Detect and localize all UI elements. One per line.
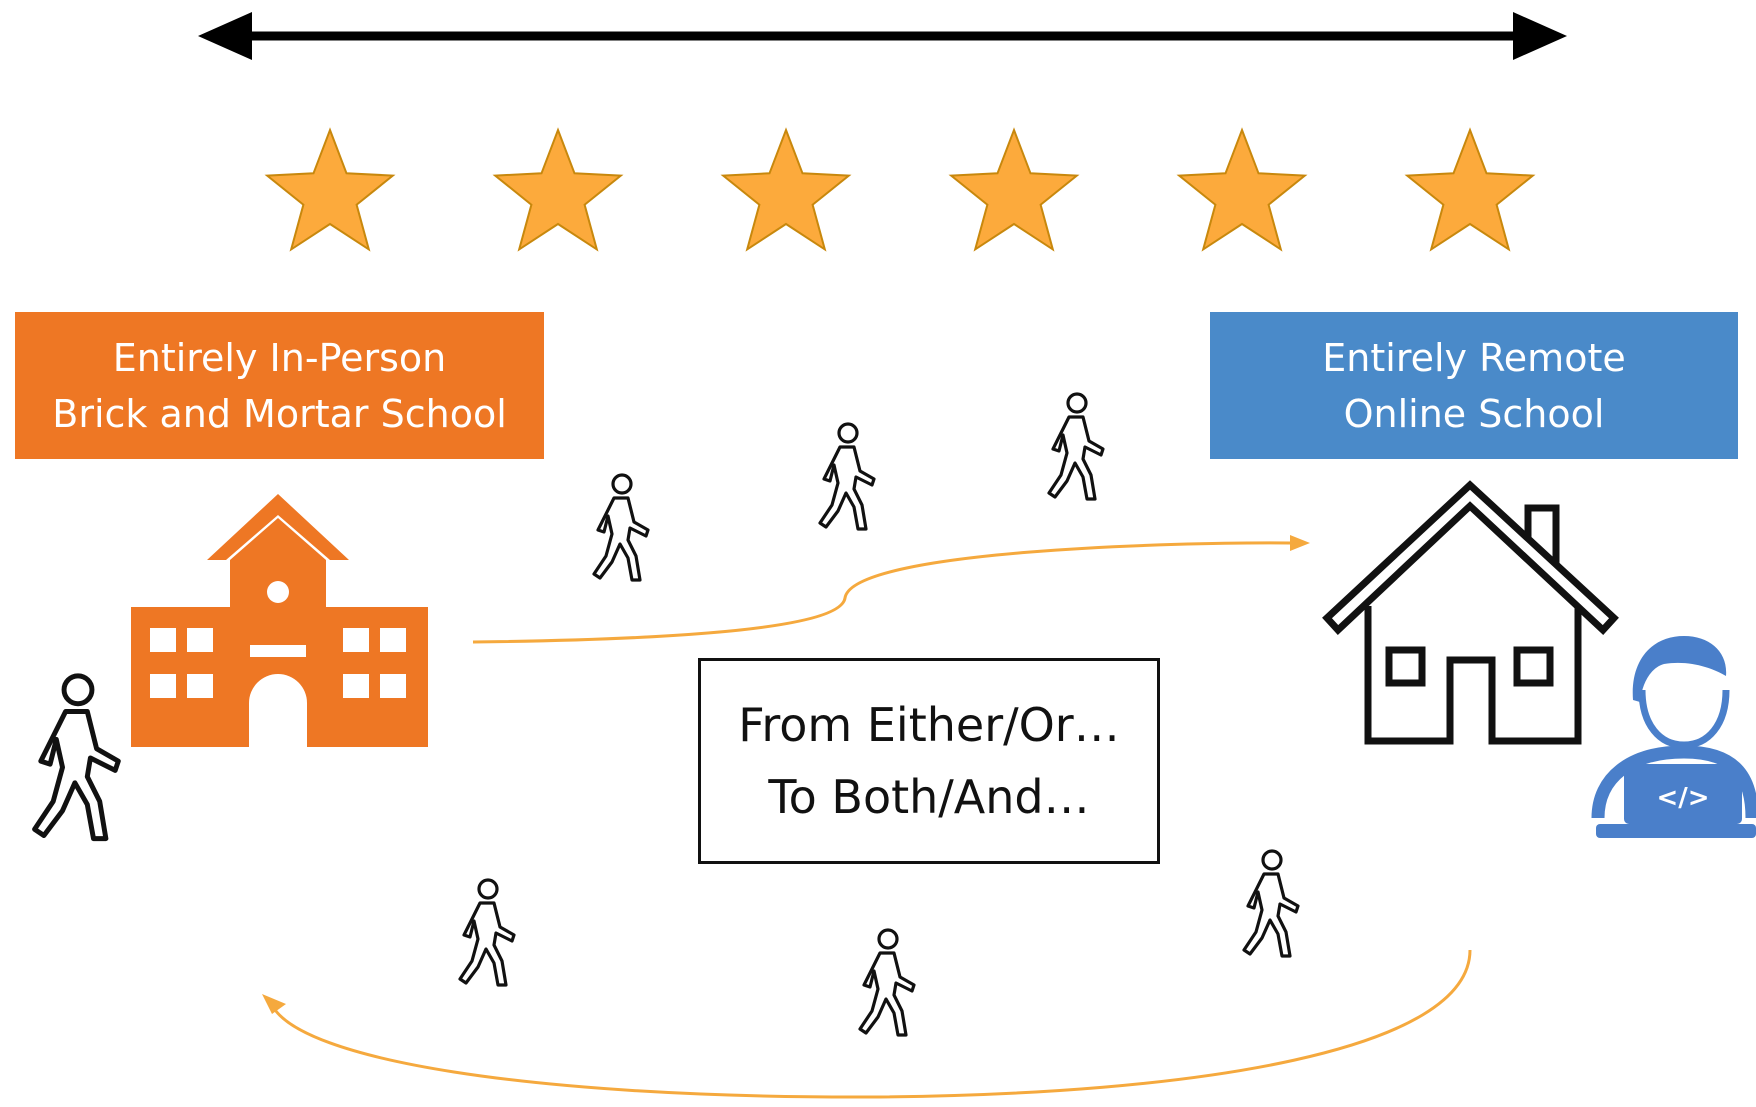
star-rating-row [264,127,1536,252]
walking-person-icon [458,878,516,987]
star-icon [1404,127,1536,252]
caption-line2: To Both/And… [768,770,1090,824]
svg-text:</>: </> [1656,783,1709,813]
remote-label-line2: Online School [1343,391,1605,436]
star-icon [264,127,396,252]
walking-person-icon [592,473,650,582]
either-or-caption-box: From Either/Or… To Both/And… [698,658,1160,864]
caption-line1: From Either/Or… [738,698,1120,752]
star-icon [1176,127,1308,252]
star-icon [720,127,852,252]
star-icon [492,127,624,252]
walking-person-icon [1047,392,1105,501]
flow-arrow-to-inperson [262,949,1472,1099]
in-person-label-line2: Brick and Mortar School [52,391,507,436]
in-person-label-line1: Entirely In-Person [112,335,447,380]
star-icon [948,127,1080,252]
person-with-laptop-icon: </> [1591,636,1756,838]
walking-person-icon [858,928,916,1037]
house-icon [1322,480,1619,745]
walking-person-icon [1242,849,1300,958]
spectrum-double-arrow [198,12,1567,60]
flow-arrow-to-remote [472,535,1310,644]
in-person-school-label: Entirely In-Person Brick and Mortar Scho… [15,312,544,459]
remote-label-line1: Entirely Remote [1322,335,1626,380]
school-building-icon [131,494,428,747]
walking-person-icon [818,422,876,531]
walking-person-icon [35,676,119,839]
remote-school-label: Entirely Remote Online School [1210,312,1738,459]
